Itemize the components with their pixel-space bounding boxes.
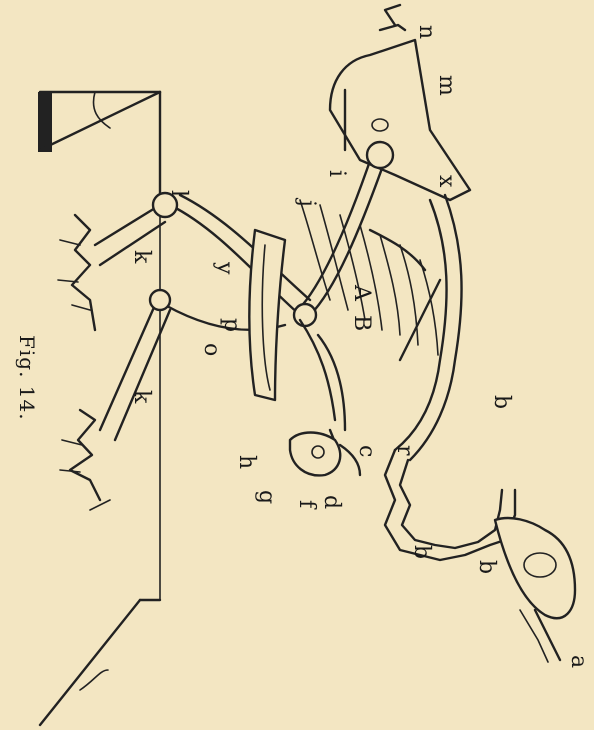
label-p: p	[219, 318, 244, 332]
wing	[294, 142, 440, 470]
label-l: l	[166, 190, 191, 197]
label-y: y	[212, 261, 237, 275]
shoulder-joint	[367, 142, 393, 168]
perch-top-edge	[40, 92, 160, 150]
tarsometatarsus	[95, 205, 170, 440]
lower-jaw	[520, 610, 548, 662]
label-A: A	[349, 284, 374, 302]
label-r: r	[392, 445, 417, 456]
left-foot-toes	[72, 215, 95, 330]
femur-left-back	[180, 195, 310, 300]
left-tarsus	[95, 205, 160, 245]
label-i: i	[324, 170, 349, 177]
perch-bar-top	[38, 92, 52, 152]
perch-lower-diagonal	[40, 600, 140, 725]
rib-2	[320, 205, 348, 310]
label-f: f	[294, 500, 319, 510]
label-m: m	[434, 75, 459, 96]
label-n: n	[414, 25, 439, 39]
neck	[385, 450, 515, 560]
furcula	[290, 433, 340, 476]
figure-caption: Fig. 14.	[15, 335, 39, 421]
coracoid	[370, 230, 425, 270]
label-x: x	[434, 175, 459, 188]
thoracic-spine	[395, 200, 447, 450]
perch-lower-hook	[80, 670, 108, 690]
cervical-spine-back	[400, 460, 502, 548]
right-foot-toes	[70, 410, 100, 500]
sternum	[249, 230, 285, 400]
perch-stand	[38, 92, 160, 725]
label-B: B	[349, 315, 374, 331]
feet	[58, 215, 110, 510]
right-foot-claws	[60, 440, 110, 510]
vertebral-column	[395, 195, 462, 460]
elbow-joint	[294, 304, 316, 326]
forearm-back	[318, 335, 345, 430]
ankle-joint	[150, 290, 170, 310]
label-o: o	[199, 343, 224, 356]
label-b-upper: b	[489, 395, 514, 409]
label-b-lower: b	[474, 560, 499, 574]
shoulder-girdle	[290, 433, 360, 476]
rib-5	[380, 235, 400, 335]
label-a: a	[566, 655, 591, 668]
label-h: h	[234, 455, 259, 469]
tail-pygostyle	[385, 5, 400, 25]
label-k-left: k	[129, 250, 154, 264]
label-k-right: k	[129, 390, 154, 404]
label-b-neck: b	[409, 545, 434, 559]
rib-7	[420, 260, 438, 355]
label-c: c	[354, 445, 379, 457]
cervical-spine	[385, 450, 515, 560]
label-g: g	[254, 490, 279, 504]
label-d: d	[319, 495, 344, 509]
cranium	[495, 518, 575, 618]
skull	[495, 518, 575, 662]
label-j: j	[294, 197, 319, 207]
rib-1	[300, 200, 330, 300]
tail-vertebra	[380, 25, 405, 30]
pelvis	[330, 5, 470, 200]
